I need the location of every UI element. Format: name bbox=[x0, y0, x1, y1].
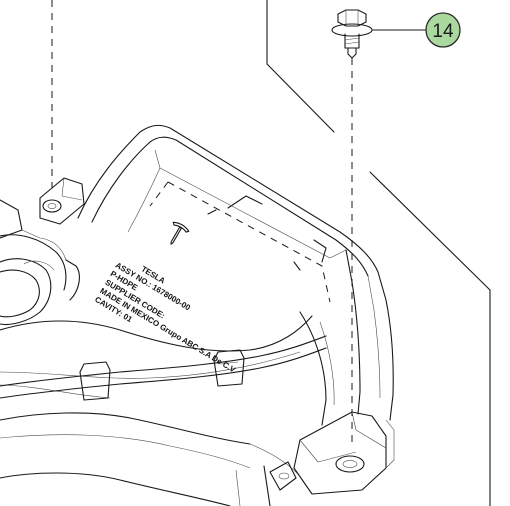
part-number-label: 14 bbox=[432, 21, 454, 42]
part-callout-14[interactable]: 14 bbox=[425, 12, 461, 48]
flange-bolt-icon bbox=[331, 9, 373, 59]
tesla-logo-icon bbox=[170, 221, 190, 245]
molded-label: TESLA ASSY NO.: 1678000-00 P-HDPE SUPPLI… bbox=[93, 195, 327, 375]
section-boundary-lines bbox=[266, 0, 491, 506]
assembly-axis-lines bbox=[51, 0, 353, 448]
tank-body bbox=[0, 124, 395, 506]
